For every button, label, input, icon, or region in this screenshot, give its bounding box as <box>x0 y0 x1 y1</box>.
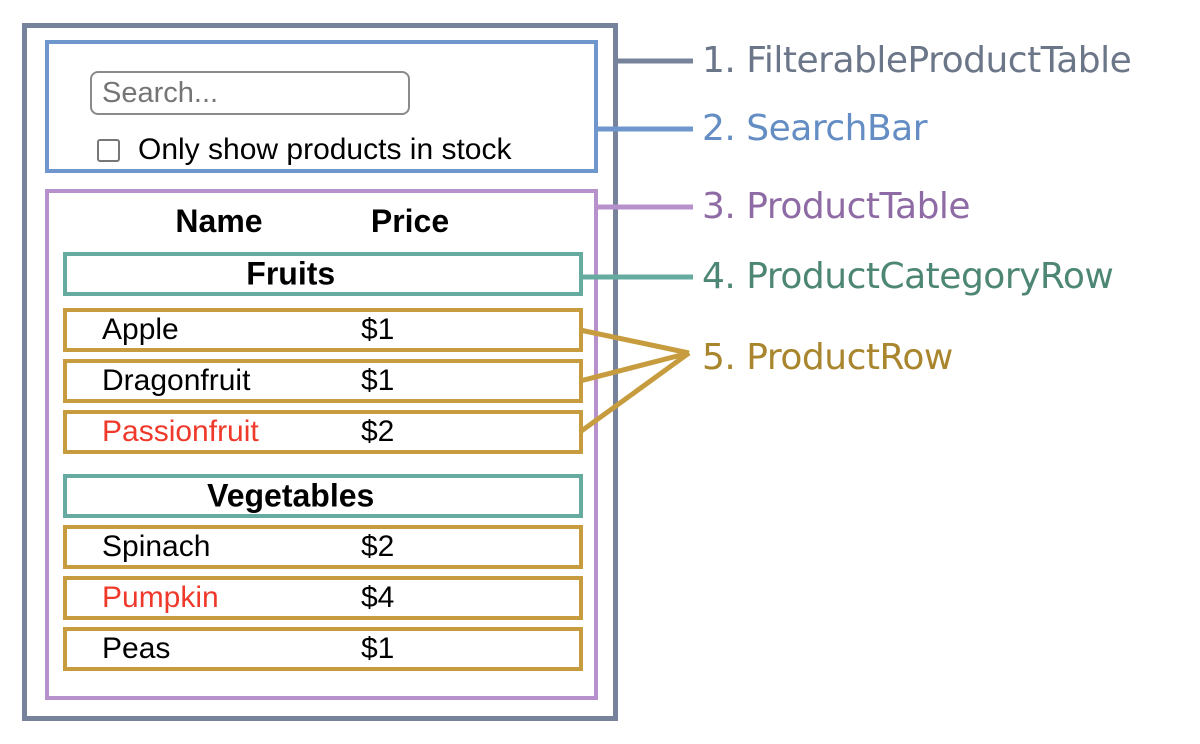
category-label: Fruits <box>246 255 336 292</box>
product-name: Dragonfruit <box>102 364 251 397</box>
product-row-dragonfruit: Dragonfruit $1 <box>63 359 583 403</box>
product-row-spinach: Spinach $2 <box>63 525 583 569</box>
product-price: $4 <box>361 581 395 614</box>
label-product-row: 5. ProductRow <box>702 337 953 378</box>
product-price: $1 <box>361 364 395 397</box>
product-row-apple: Apple $1 <box>63 308 583 352</box>
product-row-peas: Peas $1 <box>63 627 583 671</box>
column-header-price: Price <box>370 203 450 239</box>
label-product-table: 3. ProductTable <box>702 186 971 227</box>
column-header-name: Name <box>175 203 263 239</box>
category-row-fruits: Fruits <box>63 252 583 296</box>
product-row-pumpkin: Pumpkin $4 <box>63 576 583 620</box>
label-product-category-row: 4. ProductCategoryRow <box>702 256 1114 297</box>
product-price: $2 <box>361 530 395 563</box>
in-stock-checkbox-label: Only show products in stock <box>138 133 512 166</box>
product-name: Passionfruit <box>102 415 259 448</box>
category-label: Vegetables <box>207 477 375 514</box>
product-name: Pumpkin <box>102 581 219 614</box>
label-filterable-product-table: 1. FilterableProductTable <box>702 40 1132 81</box>
product-price: $2 <box>361 415 395 448</box>
in-stock-checkbox[interactable] <box>97 138 120 162</box>
search-bar-box: Only show products in stock <box>45 40 598 173</box>
stock-filter-row: Only show products in stock <box>97 133 512 167</box>
category-row-vegetables: Vegetables <box>63 474 583 518</box>
product-price: $1 <box>361 313 395 346</box>
product-name: Apple <box>102 313 179 346</box>
product-name: Peas <box>102 632 171 665</box>
product-name: Spinach <box>102 530 211 563</box>
product-price: $1 <box>361 632 395 665</box>
search-input[interactable] <box>90 71 410 115</box>
label-search-bar: 2. SearchBar <box>702 108 928 149</box>
product-row-passionfruit: Passionfruit $2 <box>63 410 583 454</box>
